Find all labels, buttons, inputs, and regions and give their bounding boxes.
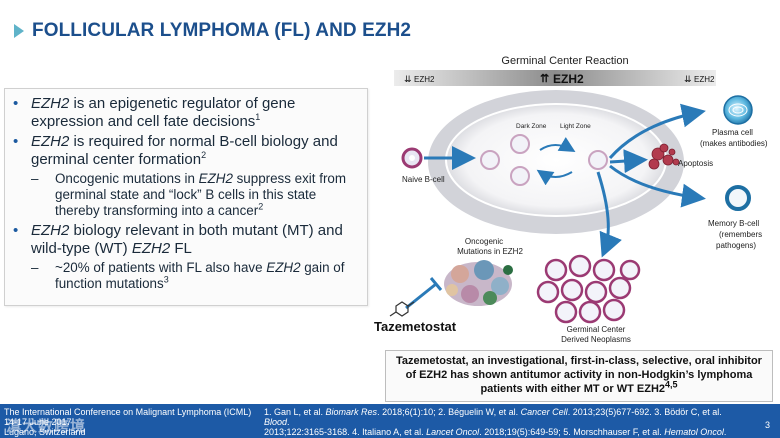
memory-b-cell-label: Memory B-cell xyxy=(708,219,759,228)
page-number: 3 xyxy=(764,420,770,430)
bullet-text: Oncogenic mutations in EZH2 suppress exi… xyxy=(55,171,347,218)
ezh2-low-left: EZH2 xyxy=(414,75,435,84)
ezh2-gradient-bar xyxy=(394,70,716,86)
bullet-dash-icon: – xyxy=(31,171,39,186)
ezh2-high: EZH2 xyxy=(553,72,584,86)
bullet-box: • EZH2 is an epigenetic regulator of gene… xyxy=(4,88,368,306)
conference-info: The International Conference on Malignan… xyxy=(4,407,260,437)
references: 1. Gan L, et al. Biomark Res. 2018;6(1):… xyxy=(264,407,744,438)
conference-location: Lugano, Switzerland xyxy=(4,427,86,437)
plasma-cell-label: Plasma cell xyxy=(712,128,753,137)
tazemetostat-molecule-icon xyxy=(389,301,415,317)
arrow-to-plasma-icon xyxy=(608,103,706,159)
bullet-text: EZH2 is required for normal B-cell biolo… xyxy=(31,133,338,168)
cycle-arrow-top-icon xyxy=(539,137,576,153)
ezh2-high-arrows-icon: ⇈ xyxy=(540,73,549,85)
bullet-item: • EZH2 is an epigenetic regulator of gene… xyxy=(13,95,359,131)
memory-b-cell-desc2: pathogens) xyxy=(716,241,756,250)
arrow-to-memory-icon xyxy=(609,164,706,208)
footer-bar: The International Conference on Malignan… xyxy=(0,404,780,438)
title-marker-icon xyxy=(14,24,24,38)
apoptosis-icon xyxy=(648,143,680,170)
inhibition-bar-icon xyxy=(429,277,443,291)
conclusion-refs: 4,5 xyxy=(665,379,678,390)
ezh2-protein-structure-icon xyxy=(444,260,513,306)
oncogenic-label: Oncogenic xyxy=(465,237,503,246)
sub-bullet-item: – ~20% of patients with FL also have EZH2… xyxy=(31,260,359,292)
bullet-dash-icon: – xyxy=(31,260,39,275)
conclusion-line2: of EZH2 has shown antitumor activity in … xyxy=(405,369,753,381)
bullet-dot-icon: • xyxy=(13,222,19,239)
plasma-cell-icon xyxy=(723,95,753,125)
watermark-logo: 滇大数跨境 xyxy=(6,418,87,435)
gc-neoplasms-label1: Germinal Center xyxy=(567,325,626,334)
apoptosis-label: Apoptosis xyxy=(678,159,713,168)
ezh2-low-left-arrows-icon: ⇊ xyxy=(404,74,412,84)
light-zone-label: Light Zone xyxy=(560,123,591,130)
memory-b-cell-icon xyxy=(725,185,751,211)
conclusion-line1: Tazemetostat, an investigational, first-… xyxy=(396,355,762,367)
bullet-text: EZH2 is an epigenetic regulator of gene … xyxy=(31,95,296,130)
naive-b-cell-label: Naive B-cell xyxy=(402,175,445,184)
dark-zone-label: Dark Zone xyxy=(516,123,547,130)
bullet-dot-icon: • xyxy=(13,95,19,112)
memory-b-cell-desc1: (remembers xyxy=(719,230,762,239)
ezh2-low-right: EZH2 xyxy=(694,75,715,84)
bullet-dot-icon: • xyxy=(13,133,19,150)
arrow-to-apoptosis-icon xyxy=(609,149,648,174)
diagram-header: Germinal Center Reaction xyxy=(501,55,628,67)
conclusion-line3: patients with either MT or WT EZH24,5 xyxy=(480,379,678,395)
germinal-center-diagram: Germinal Center Reaction ⇊ EZH2 ⇈ EZH2 ⇊… xyxy=(374,55,768,344)
sub-bullet-item: – Oncogenic mutations in EZH2 suppress ex… xyxy=(31,171,359,219)
bullet-item: • EZH2 is required for normal B-cell biol… xyxy=(13,133,359,169)
cycle-arrow-bottom-icon xyxy=(536,169,573,186)
bullet-text: ~20% of patients with FL also have EZH2 … xyxy=(55,260,345,291)
neoplasm-cells-icon xyxy=(536,254,641,324)
dark-zone-cells xyxy=(480,134,530,186)
plasma-cell-desc: (makes antibodies) xyxy=(700,139,768,148)
reference-line: 1. Gan L, et al. Biomark Res. 2018;6(1):… xyxy=(264,407,722,427)
slide-title: FOLLICULAR LYMPHOMA (FL) AND EZH2 xyxy=(32,20,412,41)
ezh2-low-right-arrows-icon: ⇊ xyxy=(684,74,692,84)
bullet-item: • EZH2 biology relevant in both mutant (M… xyxy=(13,222,359,258)
title-row: FOLLICULAR LYMPHOMA (FL) AND EZH2 xyxy=(14,20,411,42)
bullet-text: EZH2 biology relevant in both mutant (MT… xyxy=(31,222,343,257)
oncogenic-mutations-label: Mutations in EZH2 xyxy=(457,247,523,256)
tazemetostat-label: Tazemetostat xyxy=(374,319,457,334)
conference-name: The International Conference on Malignan… xyxy=(4,407,252,417)
gc-neoplasms-label2: Derived Neoplasms xyxy=(561,335,631,344)
arrow-to-neoplasms-icon xyxy=(596,171,622,258)
conference-dates: 14-17 June 2017 xyxy=(4,417,72,427)
light-zone-cell-icon xyxy=(588,150,608,170)
reference-line: 2013;122:3165-3168. 4. Italiano A, et al… xyxy=(264,427,727,438)
conclusion-box: Tazemetostat, an investigational, first-… xyxy=(385,350,773,402)
